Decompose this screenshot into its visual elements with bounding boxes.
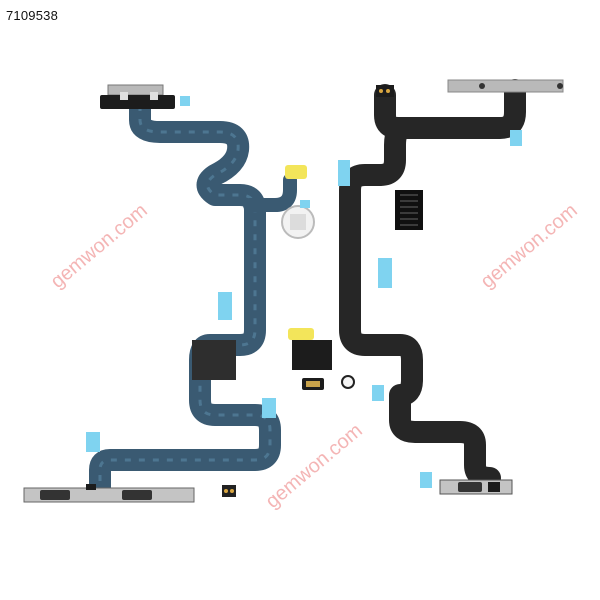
left-flex-cable [23,84,315,503]
right-flex-cable [288,79,564,495]
product-id-label: 7109538 [6,8,59,23]
